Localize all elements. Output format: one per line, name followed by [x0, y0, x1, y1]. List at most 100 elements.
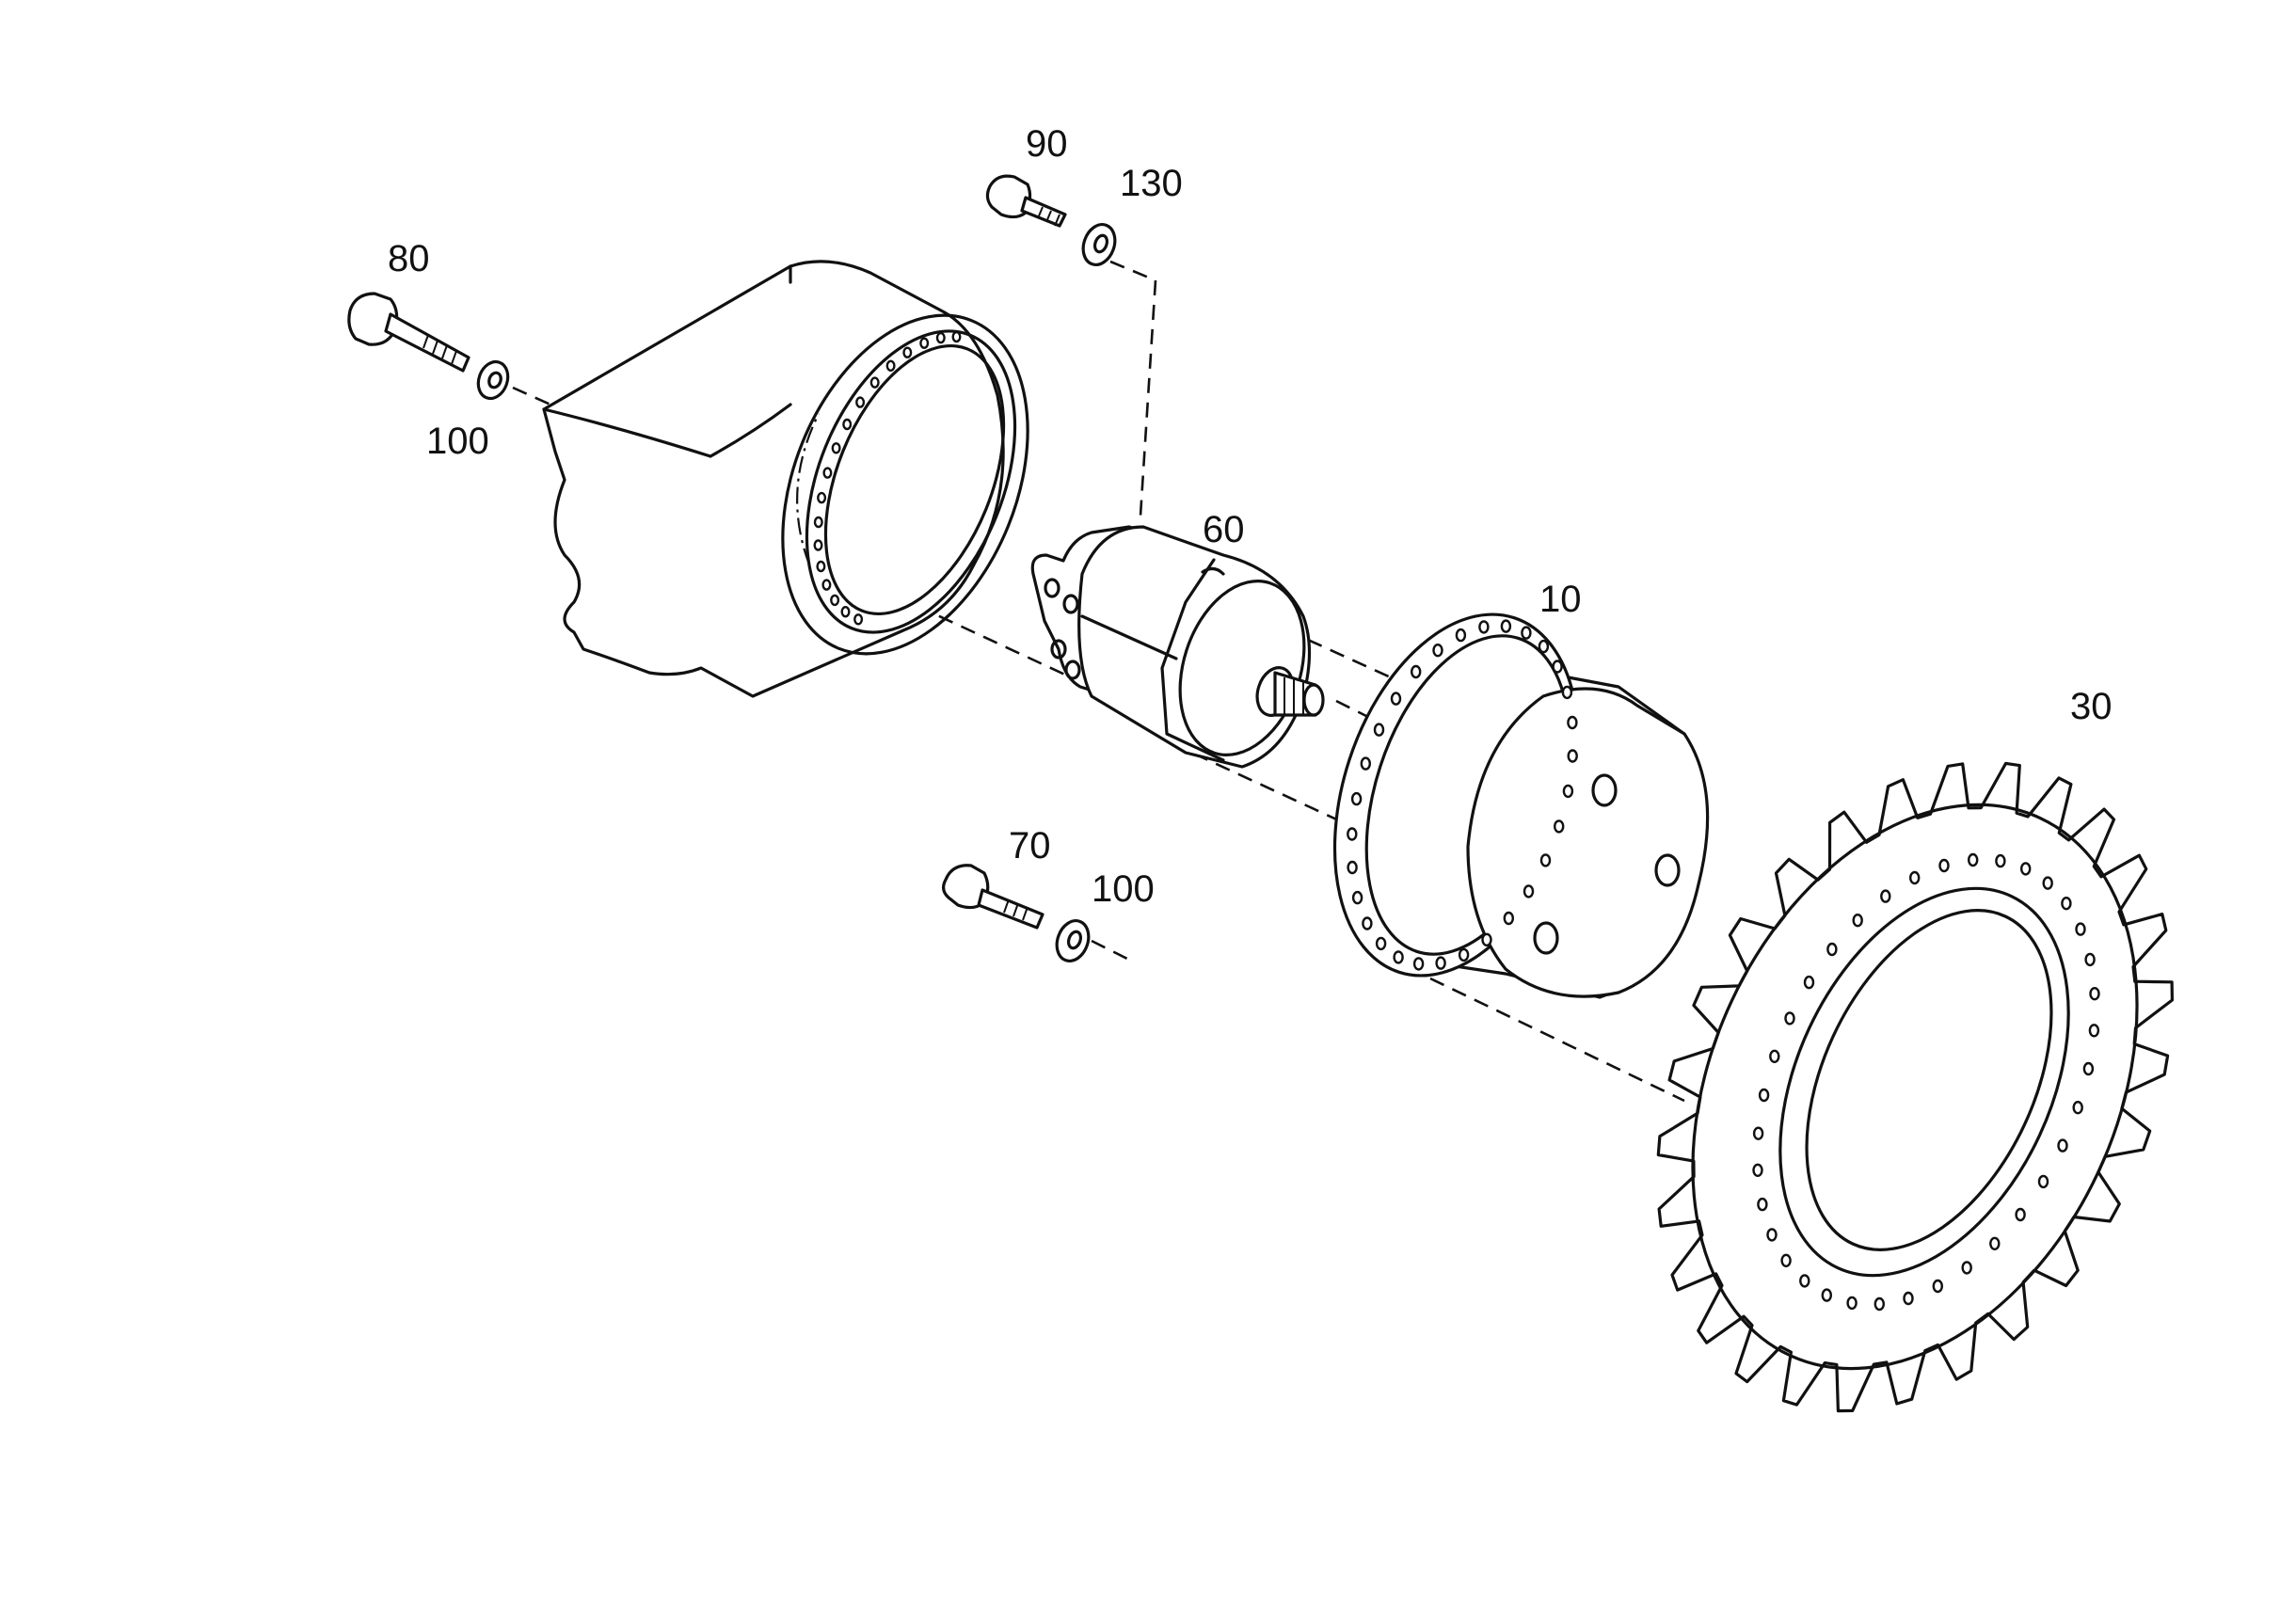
axis-line-top-flange [1307, 638, 1412, 689]
sprocket-bolt-hole [2037, 1174, 2049, 1189]
sprocket-bolt-hole [2089, 986, 2100, 1001]
callout-130: 130 [1120, 163, 1183, 204]
hub-bolt-hole [1373, 723, 1385, 737]
bolt-70-thread [1003, 898, 1028, 921]
part-80-bolt [347, 292, 470, 373]
housing-bolt-hole [885, 359, 896, 372]
sprocket-bolt-hole [1780, 1253, 1792, 1268]
motor-bracket [1160, 558, 1225, 762]
housing-bolt-hole [817, 491, 827, 504]
sprocket-bolt-hole [1784, 1011, 1795, 1026]
callout-100-upper: 100 [426, 421, 489, 462]
washer-130-hole [1092, 233, 1109, 254]
housing-bolt-circle [796, 413, 820, 565]
sprocket-bolt-hole [1938, 858, 1950, 873]
motor-port-4 [1064, 660, 1081, 680]
hub-bolt-hole [1503, 911, 1515, 926]
hub-bolt-hole [1375, 936, 1387, 951]
bolt-90-thread [1037, 206, 1060, 227]
part-60-motor [1030, 525, 1325, 769]
housing-bore-outer [781, 313, 1029, 656]
housing-bolt-hole [951, 330, 962, 343]
sprocket-bolt-hole [1880, 889, 1891, 903]
sprocket-bolt-hole [1752, 1163, 1763, 1178]
motor-port-2 [1062, 594, 1079, 614]
axis-line-90 [1109, 260, 1157, 517]
hub-bolt-hole [1390, 692, 1402, 706]
housing-bolt-hole [816, 560, 826, 573]
sprocket-bolt-hole [1769, 1049, 1780, 1064]
hub-bolt-hole [1481, 932, 1492, 946]
housing-bolt-hole [902, 346, 913, 358]
callout-80: 80 [388, 238, 430, 279]
washer-100-lower-hole [1066, 930, 1083, 950]
hub-bolt-hole [1478, 620, 1490, 634]
hub-cap-hole-1 [1591, 773, 1618, 807]
washer-130 [1081, 223, 1117, 266]
motor-port-3 [1050, 639, 1067, 660]
sprocket-bolt-hole [2075, 922, 2086, 936]
callouts: 90 130 80 100 60 10 30 70 100 [388, 123, 2113, 910]
axis-line-70 [1091, 939, 1130, 962]
sprocket-bolt-hole [2082, 1061, 2095, 1076]
bolt-90-shank [1020, 196, 1067, 228]
housing-bolt-hole [813, 539, 823, 551]
axis-line-shaft [1335, 699, 1412, 740]
hub-bolt-hole [1432, 644, 1443, 658]
sprocket-bolt-hole [1961, 1261, 1972, 1275]
motor-spline [1284, 677, 1304, 715]
sprocket-bolt-hole [1766, 1228, 1778, 1242]
housing-bolt-hole [853, 613, 864, 626]
part-90-bolt [985, 174, 1067, 228]
hub-bolt-hole [1393, 950, 1404, 964]
sprocket-bolt-hole [1908, 870, 1921, 885]
hub-bolt-hole [1458, 947, 1470, 962]
housing-bolt-hole [831, 442, 841, 454]
sprocket-bolt-hole [1846, 1296, 1858, 1311]
housing-bolt-holes [813, 330, 962, 626]
housing-bore-ring [805, 329, 1017, 634]
sprocket-bolt-hole [2015, 1207, 2026, 1222]
bolt-80-shank [384, 312, 470, 373]
sprocket-bolt-hole [1989, 1236, 2001, 1251]
sprocket-bolt-hole [2019, 862, 2032, 876]
motor-shaft-end [1302, 683, 1325, 717]
sprocket-bolt-hole [1852, 914, 1863, 928]
sprocket-bolt-hole [1821, 1288, 1833, 1302]
sprocket-bolt-hole [1967, 852, 1979, 867]
hub-bolt-hole [1539, 853, 1552, 867]
hub-bolt-hole [1500, 619, 1512, 633]
callout-30: 30 [2070, 686, 2113, 727]
housing-bolt-hole [840, 606, 851, 618]
hub-bolt-hole [1561, 685, 1573, 700]
callout-70: 70 [1009, 825, 1051, 867]
hub-bolt-hole [1347, 860, 1358, 875]
hub-cap-hole-2 [1654, 853, 1681, 887]
motor-body [1077, 525, 1312, 769]
hub-bolt-hole [1350, 791, 1363, 806]
hub-bolt-hole [1562, 784, 1574, 799]
sprocket-bolt-holes [1752, 852, 2100, 1312]
housing-front-corner [709, 403, 792, 458]
part-130-washer [1081, 223, 1117, 266]
sprocket-bolt-hole [2042, 876, 2053, 890]
housing-bolt-hole [869, 376, 880, 389]
callout-100-lower: 100 [1092, 868, 1155, 910]
bolt-80-thread [423, 334, 457, 365]
housing-bolt-hole [821, 579, 832, 591]
housing [542, 260, 1029, 698]
motor-bracket-slot [1201, 566, 1225, 576]
part-100-lower-washer [1055, 919, 1091, 962]
sprocket-bore-outer [1778, 886, 2070, 1278]
hub-bolt-hole [1567, 715, 1578, 730]
housing-bolt-hole [822, 467, 833, 479]
housing-bolt-hole [830, 594, 840, 607]
part-10-hub [1332, 612, 1710, 999]
housing-body [542, 260, 1005, 698]
hub-bolt-hole [1410, 664, 1422, 679]
washer-100-upper [476, 359, 510, 401]
hub-bolt-hole [1538, 639, 1550, 654]
hub-cap [1466, 687, 1710, 998]
callout-10: 10 [1539, 579, 1582, 620]
sprocket-bolt-hole [1903, 1291, 1914, 1306]
